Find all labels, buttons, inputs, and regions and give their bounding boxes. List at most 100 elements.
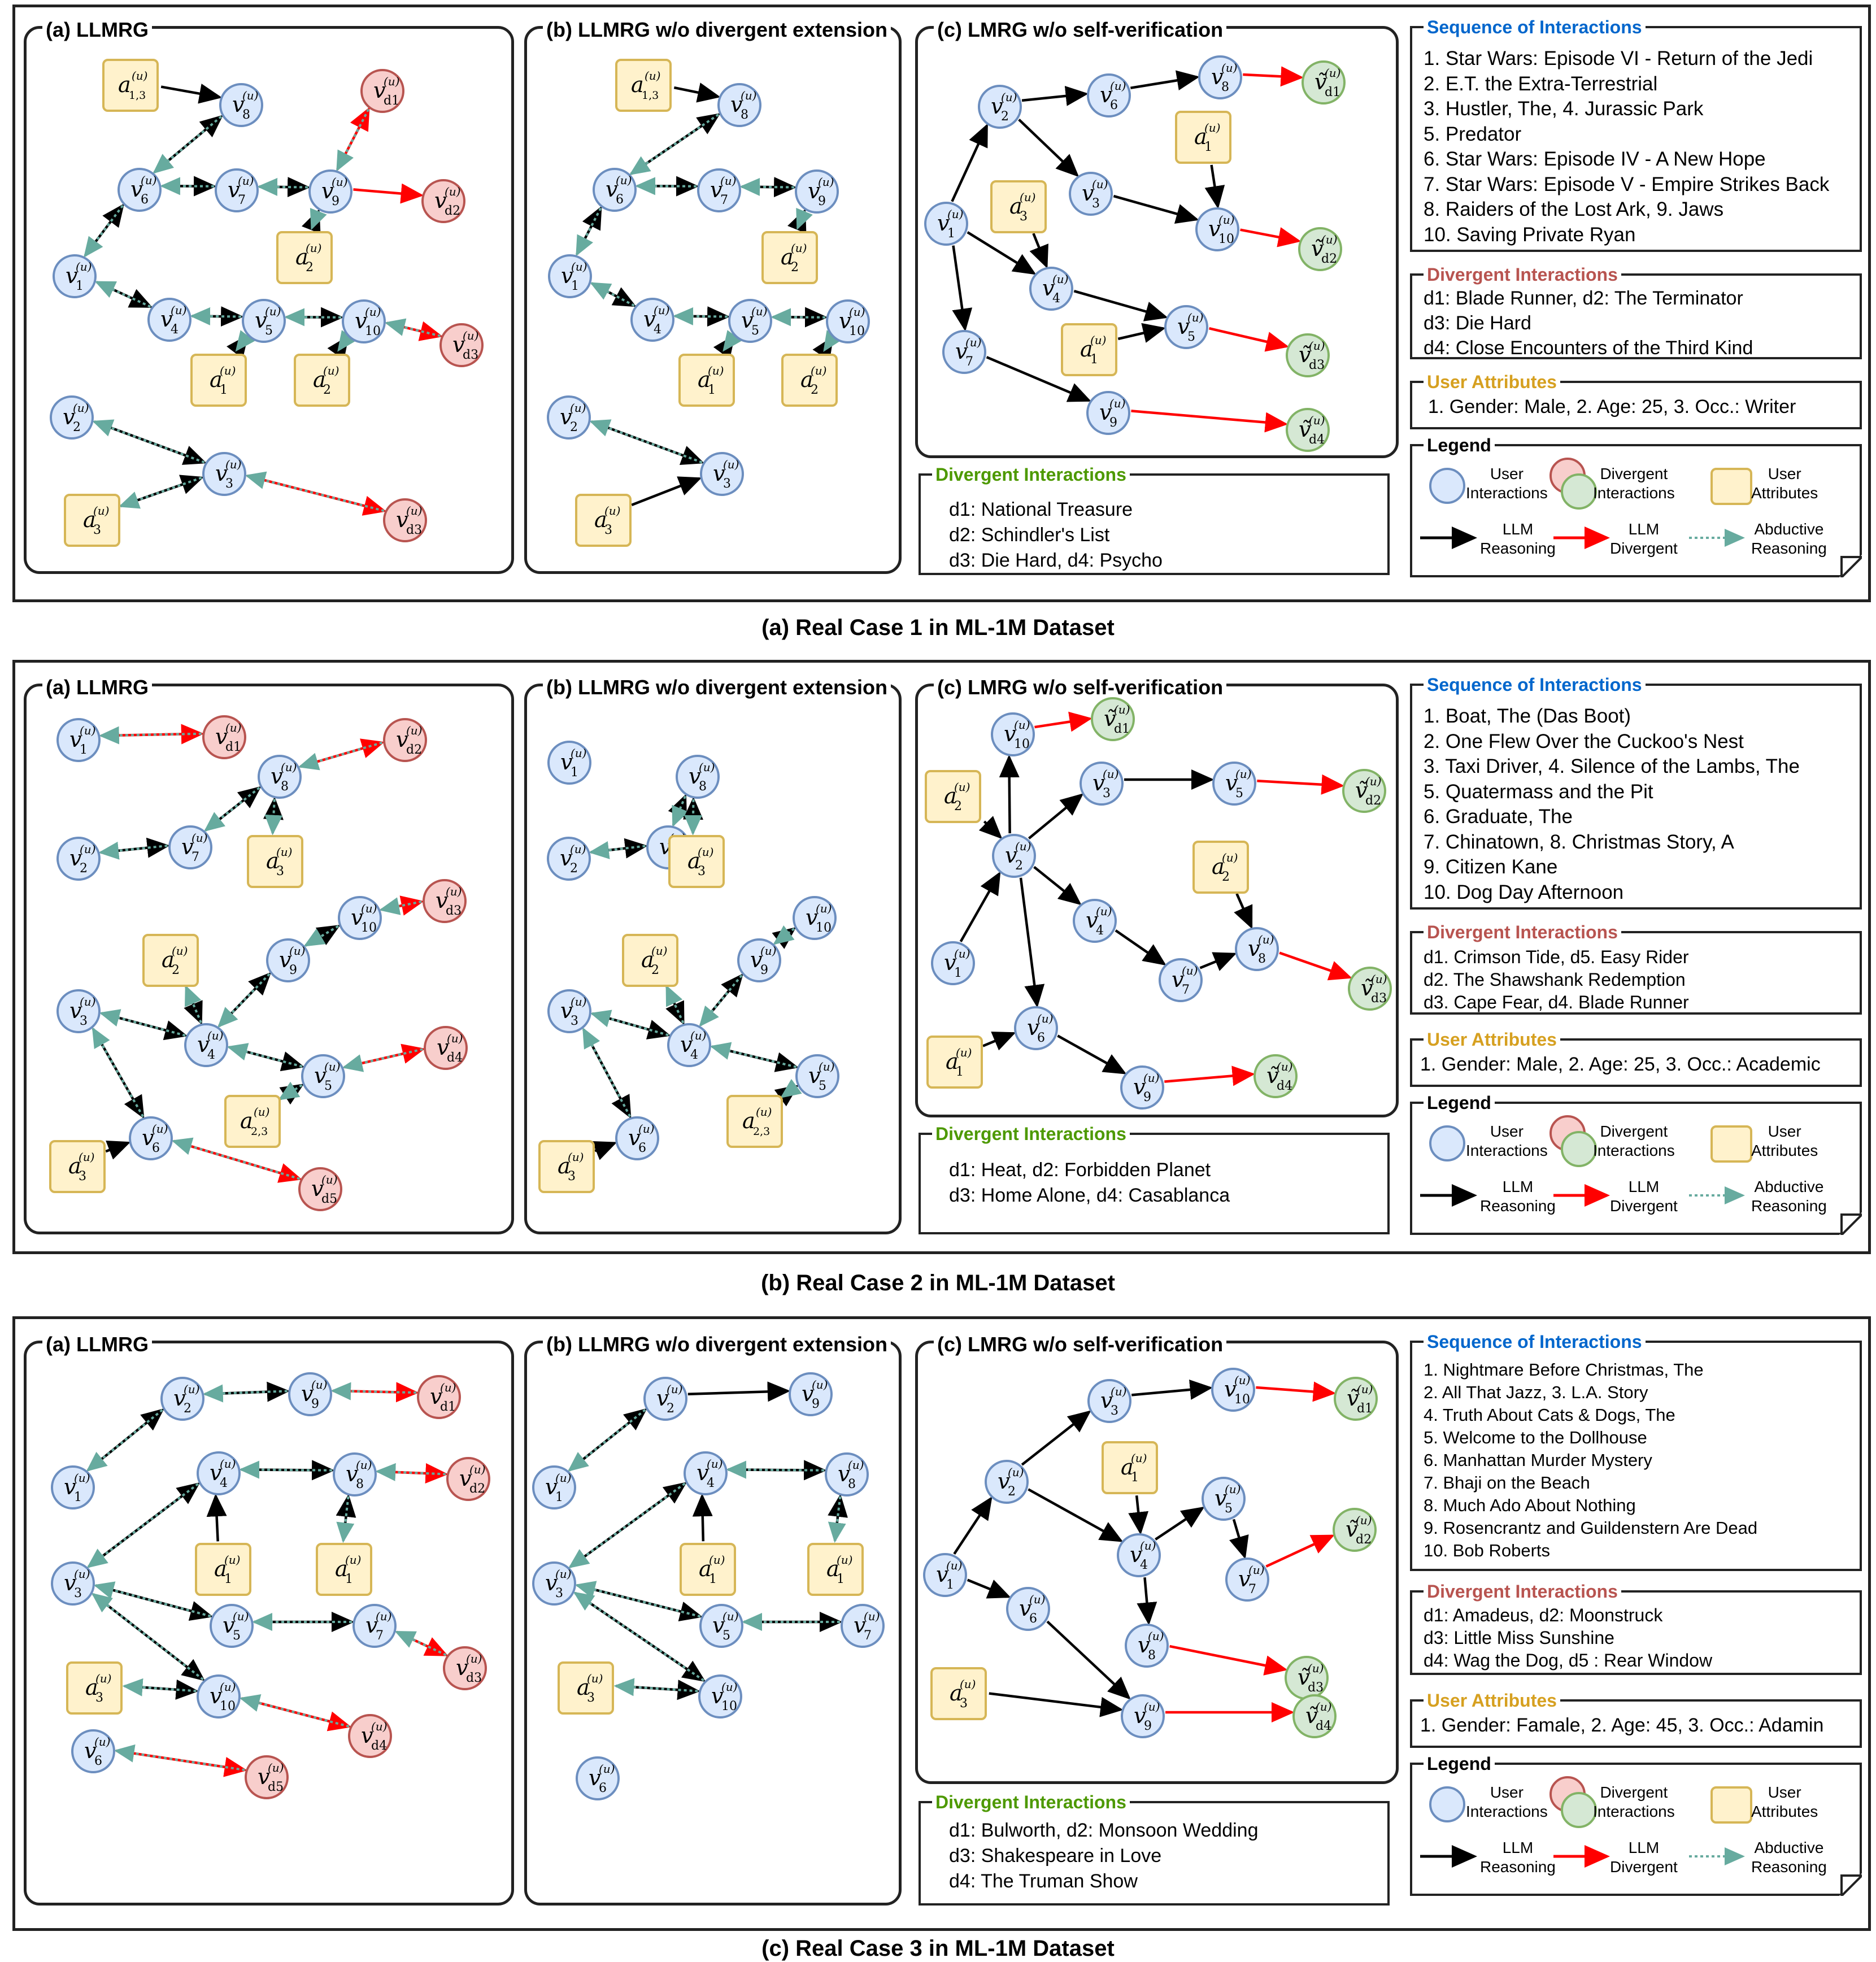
user-interaction-node: v(u)5 (699, 1604, 743, 1648)
svg-text:v: v (142, 1125, 154, 1150)
sequence-item: 8. Much Ado About Nothing (1424, 1495, 1636, 1515)
reasoning-edge (574, 1591, 706, 1682)
svg-text:1: 1 (709, 1572, 717, 1586)
case1-c-divergent-box: Divergent Interactions d1: National Trea… (919, 463, 1390, 575)
svg-text:v: v (396, 507, 408, 532)
svg-text:(u): (u) (268, 1761, 284, 1774)
svg-text:v: v (560, 404, 572, 429)
divergent-node: v(u)d3 (439, 323, 484, 367)
svg-text:v: v (1238, 1567, 1251, 1591)
c-divergent-title: Divergent Interactions (932, 1791, 1130, 1813)
svg-text:10: 10 (365, 324, 381, 338)
abductive-edge (567, 1408, 646, 1472)
divergent-node: ṽ(u)d4 (1253, 1054, 1298, 1098)
svg-text:2: 2 (172, 963, 180, 977)
svg-text:(u): (u) (1218, 213, 1235, 227)
user-interaction-node: v(u)2 (56, 837, 101, 881)
attribute-node: a(u)2 (1192, 841, 1249, 894)
svg-text:(u): (u) (1020, 190, 1036, 204)
svg-text:v: v (210, 1683, 222, 1708)
svg-text:9: 9 (1143, 1090, 1151, 1104)
svg-text:v: v (808, 179, 820, 203)
svg-text:v: v (711, 1683, 724, 1708)
sequence-item: 7. Star Wars: Episode V - Empire Strikes… (1424, 173, 1830, 195)
abductive-edge (394, 1630, 447, 1656)
user-interaction-node: v(u)3 (56, 989, 101, 1033)
svg-text:10: 10 (1218, 232, 1234, 246)
svg-text:v: v (1100, 82, 1112, 107)
svg-text:v: v (712, 1613, 725, 1638)
attribute-node: a(u)1 (678, 354, 735, 407)
reasoning-edge (1155, 1506, 1205, 1541)
svg-text:8: 8 (1258, 952, 1266, 966)
reasoning-edge (1229, 1519, 1249, 1559)
svg-text:v: v (545, 1571, 558, 1595)
svg-text:(u): (u) (1114, 703, 1130, 716)
svg-text:(u): (u) (599, 1762, 615, 1776)
sequence-item: 5. Welcome to the Dollhouse (1424, 1428, 1647, 1447)
user-interaction-node: v(u)4 (184, 1023, 228, 1067)
svg-text:v: v (215, 461, 228, 486)
case2-c-divergent-box: Divergent Interactions d1: Heat, d2: For… (919, 1123, 1390, 1234)
c-divergent-line: d4: The Truman Show (949, 1870, 1138, 1892)
svg-text:(u): (u) (638, 1122, 655, 1136)
svg-text:(u): (u) (1248, 1563, 1265, 1577)
svg-text:(u): (u) (220, 1457, 236, 1471)
reasoning-edge (687, 1381, 791, 1402)
svg-text:(u): (u) (741, 89, 757, 102)
user-interaction-node: v(u)9 (308, 169, 352, 214)
svg-text:10: 10 (721, 1699, 737, 1713)
user-interaction-node: v(u)5 (795, 1054, 839, 1098)
svg-text:2: 2 (1015, 859, 1023, 873)
svg-text:8: 8 (281, 780, 289, 794)
svg-text:ṽ: ṽ (1305, 1703, 1318, 1728)
svg-text:(u): (u) (289, 944, 306, 958)
attribute-node: a(u)2,3 (224, 1095, 281, 1148)
svg-text:(u): (u) (384, 75, 400, 88)
svg-text:(u): (u) (365, 305, 381, 319)
svg-text:(u): (u) (74, 1471, 90, 1485)
svg-text:v: v (1042, 276, 1055, 301)
svg-text:(u): (u) (1321, 233, 1338, 246)
divergent-node: ṽ(u)d4 (1292, 1694, 1337, 1738)
user-interaction-node: v(u)10 (826, 299, 870, 343)
user-interaction-node: v(u)7 (841, 1604, 885, 1648)
svg-text:(u): (u) (756, 1105, 772, 1119)
divergent-title: Divergent Interactions (1424, 1580, 1621, 1603)
svg-text:1: 1 (76, 279, 84, 293)
panel-title: (c) LMRG w/o self-verification (934, 1333, 1227, 1356)
svg-text:3: 3 (571, 1014, 578, 1028)
user-interaction-node: v(u)8 (717, 83, 761, 127)
divergent-node: v(u)d5 (298, 1167, 342, 1211)
attribute-node: a(u)1,3 (615, 59, 672, 112)
svg-text:a: a (800, 367, 813, 392)
svg-text:(u): (u) (751, 304, 768, 318)
reasoning-edge (1130, 70, 1200, 91)
sequence-item: 6. Star Wars: Episode IV - A New Hope (1424, 148, 1766, 170)
attribute-node: a(u)3 (66, 1661, 123, 1715)
user-interaction-node: v(u)1 (547, 741, 591, 785)
reasoning-edge (1028, 1488, 1124, 1542)
attribute-node: a(u)1 (1102, 1441, 1158, 1494)
svg-text:v: v (1211, 64, 1224, 89)
svg-text:4: 4 (654, 323, 661, 337)
svg-text:1: 1 (956, 1065, 964, 1079)
user-interaction-node: v(u)3 (1080, 762, 1124, 806)
divergent-edge (1243, 66, 1304, 87)
svg-text:v: v (396, 727, 408, 752)
svg-text:v: v (436, 888, 448, 913)
user-interaction-node: v(u)3 (547, 989, 591, 1033)
divergent-title: Divergent Interactions (1424, 263, 1621, 286)
svg-text:(u): (u) (720, 174, 737, 188)
svg-text:3: 3 (1111, 1404, 1118, 1418)
